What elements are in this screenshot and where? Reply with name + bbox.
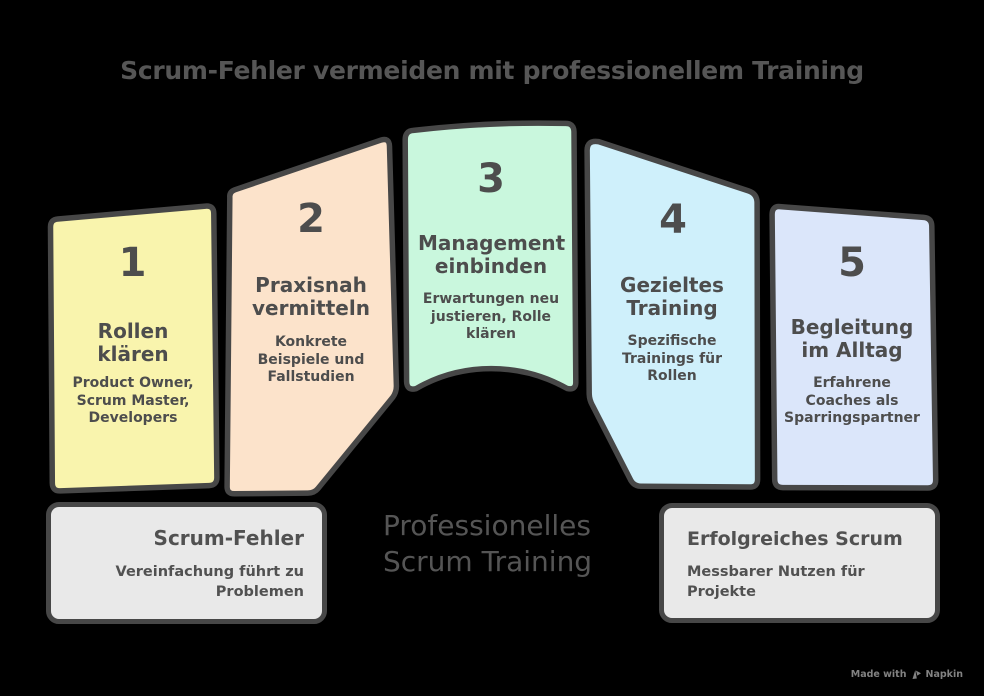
erfolgreiches-scrum-box-title: Erfolgreiches Scrum bbox=[687, 528, 903, 550]
step-3-title: Management einbinden bbox=[418, 231, 566, 279]
watermark: Made with Napkin bbox=[851, 669, 963, 680]
step-2-body: Konkrete Beispiele und Fallstudien bbox=[257, 334, 365, 385]
step-2-card-shape bbox=[224, 136, 400, 497]
step-4-card-shape bbox=[584, 138, 761, 490]
step-3-card-shape bbox=[402, 120, 579, 392]
step-4-body: Spezifische Trainings für Rollen bbox=[621, 333, 723, 384]
watermark-prefix: Made with bbox=[850, 669, 907, 680]
scrum-fehler-box: Scrum-Fehler Vereinfachung führt zu Prob… bbox=[46, 502, 327, 624]
step-1-number: 1 bbox=[118, 240, 147, 286]
step-2-number: 2 bbox=[297, 196, 325, 242]
step-2-title: Praxisnah vermitteln bbox=[252, 273, 370, 321]
scrum-fehler-box-body: Vereinfachung führt zu Problemen bbox=[115, 564, 304, 601]
scrum-fehler-box-title: Scrum-Fehler bbox=[153, 526, 304, 550]
diagram-title: Scrum-Fehler vermeiden mit professionell… bbox=[120, 56, 864, 85]
erfolgreiches-scrum-box-body: Messbarer Nutzen für Projekte bbox=[687, 564, 865, 601]
step-5-number: 5 bbox=[838, 240, 866, 286]
step-5-title: Begleitung im Alltag bbox=[790, 315, 914, 363]
step-5-card-shape bbox=[769, 203, 939, 491]
step-1-body: Product Owner, Scrum Master, Developers bbox=[72, 375, 194, 426]
napkin-logo-icon bbox=[912, 670, 921, 679]
step-3-body: Erwartungen neu justieren, Rolle klären bbox=[422, 291, 560, 342]
step-4-title: Gezieltes Training bbox=[620, 273, 724, 321]
step-1-title: Rollen klären bbox=[97, 319, 169, 367]
center-label-line-1: Professionelles bbox=[383, 509, 591, 542]
step-1-card-shape bbox=[47, 203, 220, 494]
center-label-line-2: Scrum Training bbox=[383, 545, 593, 578]
step-5-body: Erfahrene Coaches als Sparringspartner bbox=[784, 375, 920, 426]
erfolgreiches-scrum-box: Erfolgreiches Scrum Messbarer Nutzen für… bbox=[659, 503, 940, 623]
center-label: Professionelles Scrum Training bbox=[383, 508, 592, 580]
step-4-number: 4 bbox=[659, 197, 687, 243]
watermark-brand: Napkin bbox=[925, 669, 964, 680]
step-3-number: 3 bbox=[477, 156, 505, 202]
